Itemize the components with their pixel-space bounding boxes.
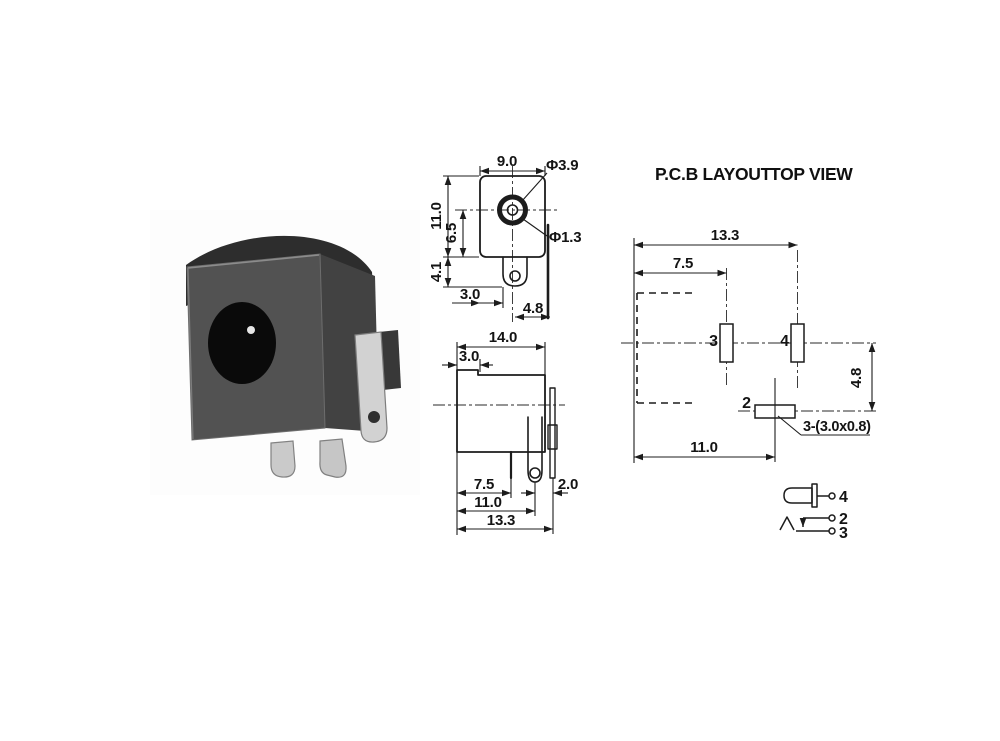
dim-side-pin2: 11.0: [474, 494, 502, 511]
side-view-labels: 14.0 3.0 7.5 2.0 11.0 13.3: [459, 329, 578, 529]
terminal-3: [828, 527, 836, 535]
plug-symbol: [783, 487, 813, 504]
pcb-layout-drawing: P.C.B LAYOUT TOP VIEW: [621, 164, 876, 542]
pad-2-label: 2: [742, 395, 751, 412]
pcb-labels: 13.3 7.5 4.8 11.0 3-(3.0x0.8) 3 4 2: [673, 227, 872, 456]
dim-side-pin3: 13.3: [487, 512, 515, 529]
pad-3-label: 3: [709, 333, 718, 350]
plug-flange: [811, 483, 818, 508]
dim-front-height: 11.0: [428, 202, 445, 230]
pad-4-label: 4: [780, 333, 789, 350]
pcb-dimensions: [633, 238, 876, 463]
dim-front-width: 9.0: [497, 153, 517, 170]
dim-pcb-pad3-span: 7.5: [673, 255, 693, 272]
pcb-title: P.C.B LAYOUT TOP VIEW: [655, 164, 854, 184]
dim-front-center-height: 6.5: [443, 223, 460, 243]
dim-front-pin-length: 4.1: [428, 262, 445, 282]
dim-pcb-pad2-drop: 4.8: [848, 368, 865, 388]
side-view-dimensions: [442, 342, 568, 535]
dim-side-depth: 14.0: [489, 329, 517, 346]
pin-schematic: [779, 483, 836, 535]
schematic-pin3-label: 3: [839, 525, 848, 542]
terminal-4: [828, 492, 836, 500]
top-view-title: TOP VIEW: [770, 164, 853, 184]
terminal-2: [828, 514, 836, 522]
front-view-outline: [479, 175, 550, 320]
schematic-labels: 4 2 3: [839, 489, 848, 542]
connector-photo-pins: [270, 330, 401, 478]
dim-side-flange-depth: 3.0: [459, 348, 479, 365]
switch-contact-symbol: [779, 516, 795, 531]
side-view-outline: [456, 369, 558, 483]
pcb-pads: [719, 323, 805, 419]
dim-pcb-pad2-span: 11.0: [690, 439, 718, 456]
hole-highlight: [247, 326, 255, 334]
dim-front-flange-offset: 4.8: [523, 300, 543, 317]
dim-front-pin-offset: 3.0: [460, 286, 480, 303]
pcb-component-outline: [636, 292, 697, 404]
dim-side-pin1: 7.5: [474, 476, 494, 493]
pad-3: [719, 323, 734, 363]
dim-side-pin-gap: 2.0: [558, 476, 578, 493]
schematic-pin4-label: 4: [839, 489, 848, 506]
pad-size-note: 3-(3.0x0.8): [803, 419, 871, 435]
pcb-layout-title: P.C.B LAYOUT: [655, 164, 772, 184]
dim-front-pin-dia: Φ1.3: [549, 229, 581, 246]
front-view-dimensions: [443, 166, 550, 321]
front-view-drawing: 9.0 Φ3.9 11.0 6.5 4.1 Φ1.3 3.0 4.8: [428, 153, 582, 322]
pad-4: [790, 323, 805, 363]
dim-pcb-pad4-span: 13.3: [711, 227, 739, 244]
barrel-hole: [208, 302, 276, 384]
connector-photo-body: [186, 235, 379, 441]
schematic-pin2-label: 2: [839, 511, 848, 528]
pcb-centerlines: [621, 250, 876, 412]
dim-front-barrel-dia: Φ3.9: [546, 157, 578, 174]
front-view-labels: 9.0 Φ3.9 11.0 6.5 4.1 Φ1.3 3.0 4.8: [428, 153, 582, 317]
connector-photo: [150, 210, 420, 495]
side-view-drawing: 14.0 3.0 7.5 2.0 11.0 13.3: [433, 329, 578, 535]
